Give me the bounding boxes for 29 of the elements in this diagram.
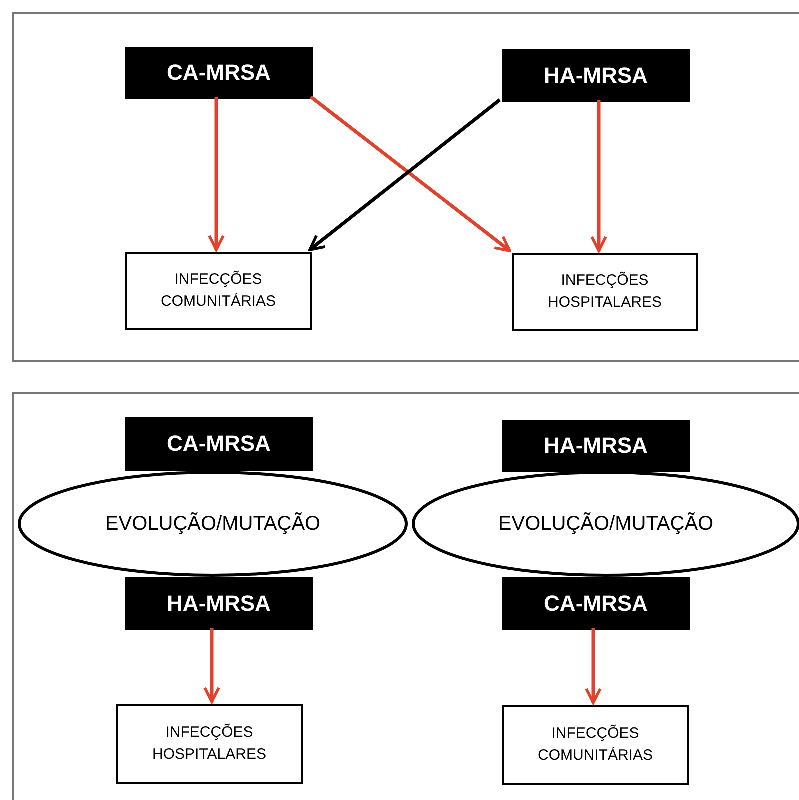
arrow: [204, 628, 220, 704]
infection-box: [502, 705, 689, 785]
infection-type: INFECÇÕES HOSPITALARES: [547, 270, 663, 313]
strain-name: CA-MRSA: [167, 60, 271, 86]
arrow: [590, 100, 608, 252]
arrow: [208, 97, 225, 252]
strain-label-box: [125, 417, 313, 471]
infection-box: [116, 704, 303, 784]
process-ellipse: [18, 471, 408, 577]
strain-label-box: [502, 420, 690, 472]
strain-label-box: [502, 49, 690, 102]
process-text: EVOLUÇÃO/MUTAÇÃO: [498, 512, 714, 536]
infection-type: INFECÇÕES COMUNITÁRIAS: [536, 724, 654, 766]
diagram-panel: [12, 12, 799, 362]
strain-name: CA-MRSA: [544, 590, 648, 616]
diagram-panel: [12, 392, 799, 800]
process-text: EVOLUÇÃO/MUTAÇÃO: [105, 512, 321, 536]
infection-type: INFECÇÕES HOSPITALARES: [152, 722, 268, 765]
strain-label-box: [125, 47, 313, 99]
strain-name: HA-MRSA: [544, 433, 648, 459]
strain-name: CA-MRSA: [167, 431, 271, 457]
strain-name: HA-MRSA: [544, 62, 648, 88]
infection-box: [125, 252, 312, 330]
arrow: [585, 628, 602, 704]
strain-label-box: [502, 577, 690, 630]
strain-label-box: [125, 577, 313, 630]
infection-type: INFECÇÕES COMUNITÁRIAS: [160, 270, 277, 312]
infection-box: [512, 253, 698, 331]
strain-name: HA-MRSA: [167, 590, 271, 616]
